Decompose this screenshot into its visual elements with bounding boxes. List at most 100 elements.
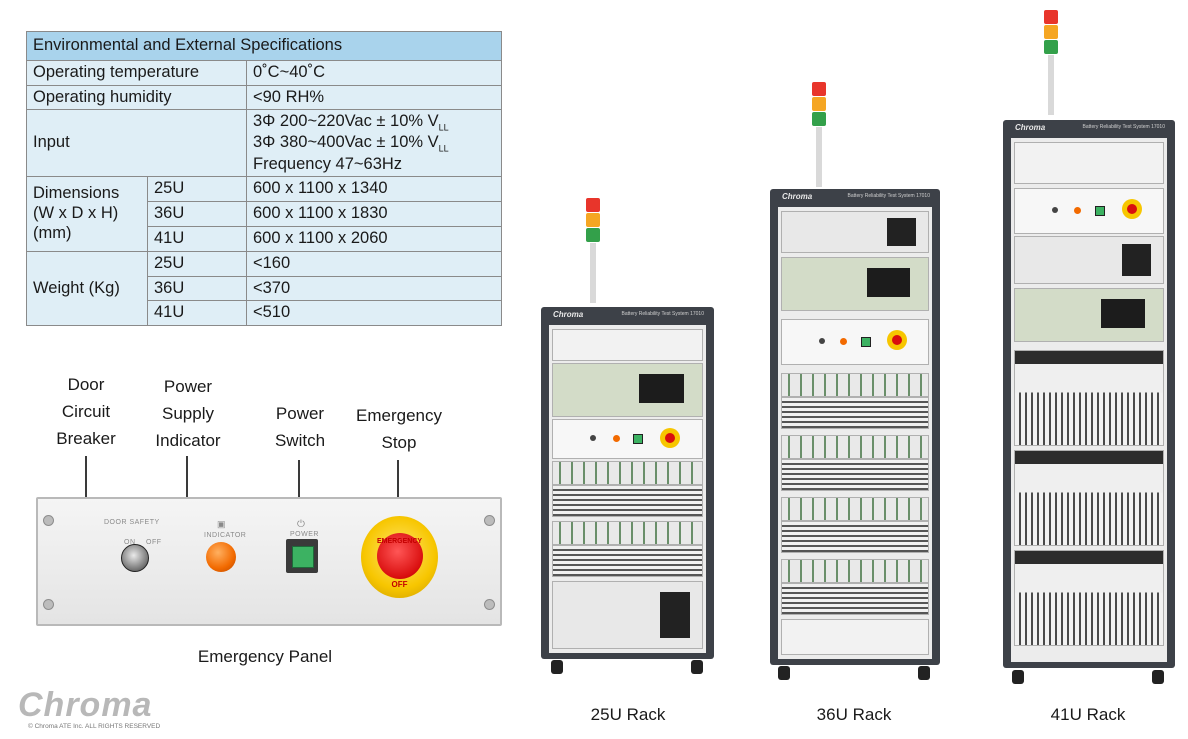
power-indicator-annotation-line-1: Power (163, 377, 213, 396)
door-circuit-breaker-key[interactable] (121, 544, 149, 572)
dim-value-25u: 600 x 1100 x 1340 (246, 176, 502, 203)
weight-value-36u: <370 (246, 275, 502, 302)
indicator-label: INDICATOR (204, 532, 247, 539)
signal-tower-icon (1044, 10, 1058, 115)
emergency-stop-annotation: Emergency Stop (345, 402, 453, 456)
test-card-unit (781, 559, 929, 583)
rack-25u-label: 25U Rack (590, 705, 666, 724)
spec-table: Environmental and External Specification… (26, 31, 502, 327)
dimensions-label: Dimensions (W x D x H) (mm) (26, 176, 148, 252)
industrial-pc-unit (781, 257, 929, 311)
vent-unit (552, 485, 703, 517)
emergency-stop-annotation-line-1: Emergency (356, 406, 442, 425)
screw-icon (43, 515, 54, 526)
table-row: Dimensions (W x D x H) (mm) 25U 600 x 11… (26, 176, 502, 252)
table-row: 36U 600 x 1100 x 1830 (27, 201, 502, 227)
spec-table-header: Environmental and External Specification… (26, 31, 502, 61)
emergency-panel-caption: Emergency Panel (197, 647, 333, 666)
weight-rack-25u: 25U (147, 250, 247, 277)
test-card-unit (552, 521, 703, 545)
test-card-unit (552, 461, 703, 485)
door-safety-label: DOOR SAFETY (104, 519, 160, 526)
power-switch-annotation-line-1: Power (275, 404, 325, 423)
wheel-icon (778, 666, 790, 680)
copyright-text: © Chroma ATE Inc. ALL RIGHTS RESERVED (28, 723, 161, 730)
test-card-unit (781, 373, 929, 397)
controller-unit (781, 211, 929, 253)
test-card-unit (781, 497, 929, 521)
electronic-load-unit (1014, 450, 1164, 546)
vent-unit (552, 545, 703, 577)
table-row: 41U <510 (27, 300, 502, 327)
rack-frame (549, 325, 706, 653)
controller-unit (552, 581, 703, 649)
rack-frame (1011, 138, 1167, 662)
industrial-pc-unit (552, 363, 703, 417)
door-on-label: ON (124, 539, 136, 546)
input-line-3: Frequency 47~63Hz (253, 154, 403, 173)
rack-brand: Chroma (782, 192, 813, 201)
emergency-stop-button[interactable]: EMERGENCY OFF (361, 516, 438, 598)
input-line-2: 3Φ 380~400Vac ± 10% V (253, 133, 439, 152)
blank-unit (1014, 142, 1164, 184)
op-humidity-label: Operating humidity (26, 84, 247, 111)
dim-value-36u: 600 x 1100 x 1830 (246, 201, 502, 227)
wheel-icon (1152, 670, 1164, 684)
estop-off-label: OFF (391, 580, 408, 589)
rack-brand: Chroma (553, 310, 584, 319)
door-breaker-annotation-line-2: Circuit (61, 402, 111, 421)
dimensions-label-line-2: (W x D x H) (33, 204, 119, 223)
table-row: Input 3Φ 200~220Vac ± 10% VLL 3Φ 380~400… (26, 109, 502, 178)
power-indicator-annotation: Power Supply Indicator (145, 373, 231, 454)
weight-label: Weight (Kg) (26, 250, 148, 327)
control-unit (552, 419, 703, 459)
test-card-unit (781, 435, 929, 459)
weight-value-25u: <160 (246, 250, 502, 277)
weight-rack-41u: 41U (147, 300, 247, 327)
input-value: 3Φ 200~220Vac ± 10% VLL 3Φ 380~400Vac ± … (246, 109, 502, 178)
dimensions-label-line-1: Dimensions (33, 184, 120, 203)
rack-41u: Chroma Battery Reliability Test System 1… (1003, 120, 1175, 668)
indicator-icon: ▣ (217, 519, 227, 529)
dim-value-41u: 600 x 1100 x 2060 (246, 225, 502, 252)
control-unit (1014, 188, 1164, 234)
emergency-stop-cap (377, 533, 423, 579)
rack-title: Battery Reliability Test System 17010 (1082, 124, 1165, 130)
weight-value-41u: <510 (246, 300, 502, 327)
power-label: POWER (290, 531, 319, 538)
electronic-load-unit (1014, 350, 1164, 446)
rack-25u: Chroma Battery Reliability Test System 1… (541, 307, 714, 659)
power-indicator-annotation-line-3: Indicator (155, 431, 221, 450)
industrial-pc-unit (1014, 288, 1164, 342)
rack-36u: Chroma Battery Reliability Test System 1… (770, 189, 940, 665)
vent-unit (781, 521, 929, 553)
rack-title: Battery Reliability Test System 17010 (621, 311, 704, 317)
rack-frame (778, 207, 932, 659)
vent-unit (781, 583, 929, 615)
screw-icon (43, 599, 54, 610)
estop-emergency-label: EMERGENCY (376, 538, 423, 545)
electronic-load-unit (1014, 550, 1164, 646)
door-breaker-annotation-line-1: Door (67, 375, 105, 394)
weight-rack-36u: 36U (147, 275, 247, 302)
input-label: Input (26, 109, 247, 178)
chroma-logo: Chroma (18, 686, 153, 724)
power-supply-indicator (206, 542, 236, 572)
blank-unit (781, 619, 929, 655)
power-indicator-annotation-line-2: Supply (162, 404, 214, 423)
table-row: Weight (Kg) 25U <160 (26, 250, 502, 327)
screw-icon (484, 599, 495, 610)
signal-tower-icon (586, 198, 600, 303)
power-switch-button[interactable] (286, 539, 318, 573)
blank-unit (552, 329, 703, 361)
controller-unit (1014, 236, 1164, 284)
wheel-icon (691, 660, 703, 674)
wheel-icon (551, 660, 563, 674)
door-breaker-annotation: Door Circuit Breaker (45, 371, 127, 452)
power-switch-annotation: Power Switch (262, 400, 338, 454)
door-off-label: OFF (146, 539, 162, 546)
input-line-2-sub: LL (438, 143, 449, 154)
control-unit (781, 319, 929, 365)
table-row: Operating humidity <90 RH% (26, 84, 502, 111)
input-line-1-sub: LL (438, 122, 449, 133)
